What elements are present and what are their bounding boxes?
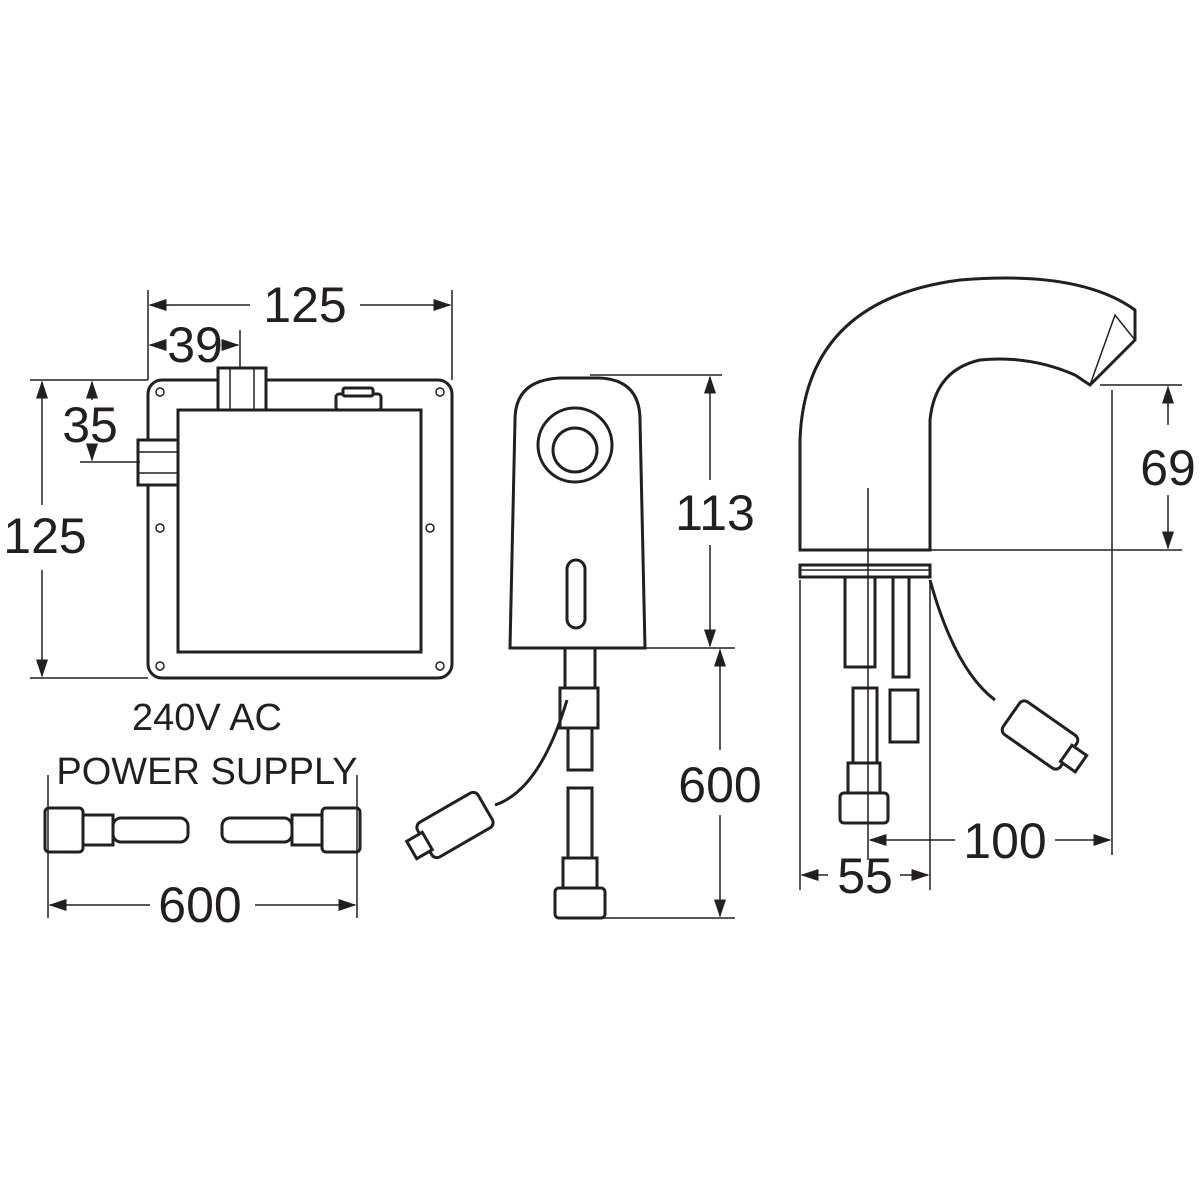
box-height-dim: 125: [3, 508, 86, 564]
caption-power-supply: POWER SUPPLY: [56, 751, 357, 793]
faucet-hose-dim: 600: [678, 757, 761, 813]
side-offset-dim: 35: [62, 397, 118, 453]
hose-length-dim: 600: [158, 877, 241, 933]
control-box-dimensions: [30, 290, 453, 679]
faucet-side-view: [798, 276, 1182, 890]
box-width-dim: 125: [263, 277, 346, 333]
flexible-hoses: [43, 775, 362, 918]
faucet-front-view: [404, 374, 735, 920]
base-dim: 55: [837, 848, 893, 904]
spout-height-dim: 69: [1140, 440, 1196, 496]
faucet-height-dim: 113: [675, 485, 755, 541]
control-box: [136, 366, 454, 680]
inlet-offset-dim: 39: [167, 317, 223, 373]
caption-voltage: 240V AC: [132, 697, 282, 739]
reach-dim: 100: [963, 813, 1046, 869]
